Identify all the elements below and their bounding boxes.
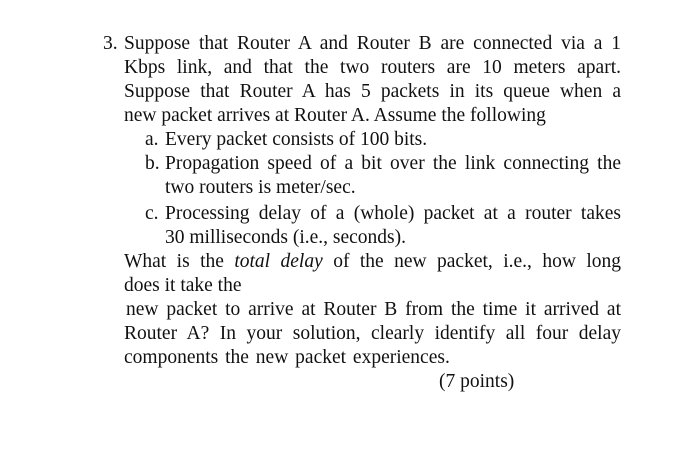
ask-line-1: What is the total delay of the new packe…: [124, 251, 622, 272]
item-a-text: Every packet consists of 100 bits.: [165, 129, 428, 150]
item-b-line-2: two routers is meter/sec.: [165, 177, 356, 198]
item-c-line-2: 30 milliseconds (i.e., seconds).: [165, 227, 406, 248]
ask-line-2: does it take the: [124, 275, 242, 296]
points-label: (7 points): [439, 371, 515, 392]
ask-line-3: new packet to arrive at Router B from th…: [126, 299, 621, 320]
intro-line-1: Suppose that Router A and Router B are c…: [124, 33, 621, 54]
item-b-line-1: Propagation speed of a bit over the link…: [165, 153, 621, 174]
item-b-marker: b.: [145, 153, 160, 174]
ask-line-5: components the new packet experiences.: [124, 347, 450, 368]
item-c-line-1: Processing delay of a (whole) packet at …: [165, 203, 621, 224]
item-a-marker: a.: [145, 129, 159, 150]
intro-line-4: new packet arrives at Router A. Assume t…: [124, 105, 546, 126]
total-delay-emphasis: total delay: [234, 251, 323, 272]
item-c-marker: c.: [145, 203, 159, 224]
intro-line-3: Suppose that Router A has 5 packets in i…: [124, 81, 621, 102]
intro-line-2: Kbps link, and that the two routers are …: [124, 57, 621, 78]
question-number: 3.: [103, 33, 118, 54]
ask-line-4: Router A? In your solution, clearly iden…: [124, 323, 621, 344]
